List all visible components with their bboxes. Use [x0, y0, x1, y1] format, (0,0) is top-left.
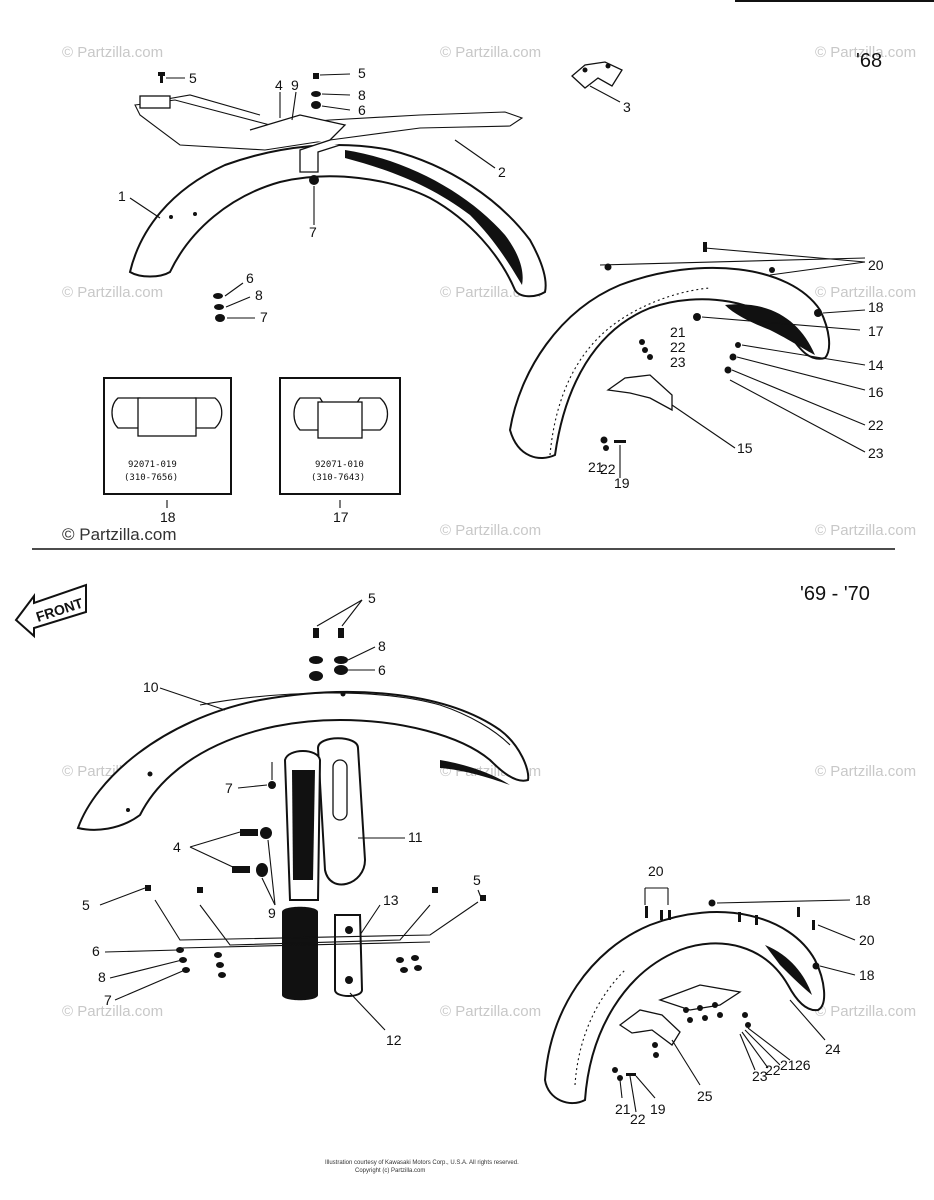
watermark: © Partzilla.com — [815, 284, 916, 301]
callout-label: 21 — [780, 1057, 796, 1073]
callout-label: 9 — [291, 77, 299, 93]
callout-label: 22 — [600, 461, 616, 477]
bracket-3 — [571, 61, 623, 89]
callouts-bottom: 5 8 6 10 7 11 4 9 5 13 5 6 8 7 12 20 18 … — [82, 590, 875, 1127]
hardware-1968 — [158, 72, 321, 322]
front-direction-arrow: FRONT — [14, 583, 87, 639]
inset-ref-number: (310-7643) — [311, 473, 365, 483]
callout-label: 5 — [473, 872, 481, 888]
callout-label: 22 — [765, 1062, 781, 1078]
inset-box-17: 92071-010 (310-7643) 17 — [279, 377, 401, 525]
callout-label: 22 — [868, 417, 884, 433]
callout-label: 3 — [623, 99, 631, 115]
fork-cover-11 — [282, 737, 367, 1001]
watermark-dark: © Partzilla.com — [62, 525, 177, 544]
rear-fender-1968 — [508, 247, 866, 459]
front-fender-1969 — [76, 690, 530, 831]
callout-label: 1 — [118, 188, 126, 204]
callout-label: 8 — [378, 638, 386, 654]
callouts-top: 5 4 9 5 8 6 3 2 1 7 6 8 7 20 18 17 21 22… — [118, 65, 884, 491]
inset-box-18: 92071-019 (310-7656) 18 — [103, 377, 232, 525]
leader-lines-top — [129, 73, 866, 478]
inset-part-number: 92071-010 — [315, 460, 364, 470]
watermark: © Partzilla.com — [440, 522, 541, 539]
callout-label: 22 — [630, 1111, 646, 1127]
callout-label: 13 — [383, 892, 399, 908]
bracket-12 — [334, 914, 364, 997]
callout-label: 19 — [614, 475, 630, 491]
rear-fender-1969 — [543, 911, 826, 1105]
callout-label: 5 — [358, 65, 366, 81]
callout-label: 24 — [825, 1041, 841, 1057]
callout-label: 6 — [246, 270, 254, 286]
callout-label: 23 — [752, 1068, 768, 1084]
watermark: © Partzilla.com — [62, 284, 163, 301]
front-fender-1968 — [128, 144, 547, 298]
callout-label: 2 — [498, 164, 506, 180]
fender-brace-1968 — [134, 94, 524, 173]
watermark: © Partzilla.com — [440, 44, 541, 61]
footer-line: Illustration courtesy of Kawasaki Motors… — [325, 1160, 519, 1166]
callout-label: 23 — [868, 445, 884, 461]
hardware-1969 — [145, 628, 486, 978]
callout-label: 4 — [173, 839, 181, 855]
callout-label: 16 — [868, 384, 884, 400]
callout-label: 18 — [160, 509, 176, 525]
footer-copyright: Illustration courtesy of Kawasaki Motors… — [325, 1160, 519, 1174]
watermark: © Partzilla.com — [440, 1003, 541, 1020]
callout-label: 6 — [358, 102, 366, 118]
watermark: © Partzilla.com — [62, 1003, 163, 1020]
callout-label: 7 — [309, 224, 317, 240]
callout-label: 17 — [333, 509, 349, 525]
watermark: © Partzilla.com — [815, 44, 916, 61]
inset-part-number: 92071-019 — [128, 460, 177, 470]
fender-stay-13 — [154, 899, 479, 949]
callout-label: 7 — [225, 780, 233, 796]
callout-label: 4 — [275, 77, 283, 93]
callout-label: 8 — [358, 87, 366, 103]
footer-line: Copyright (c) Partzilla.com — [355, 1168, 425, 1174]
callout-label: 19 — [650, 1101, 666, 1117]
inset-ref-number: (310-7656) — [124, 473, 178, 483]
callout-label: 8 — [255, 287, 263, 303]
watermark: © Partzilla.com — [815, 1003, 916, 1020]
callout-label: 26 — [795, 1057, 811, 1073]
callout-label: 8 — [98, 969, 106, 985]
callout-label: 20 — [868, 257, 884, 273]
callout-label: 7 — [104, 992, 112, 1008]
callout-label: 9 — [268, 905, 276, 921]
year-label-1969-1970: '69 - '70 — [800, 583, 870, 605]
callout-label: 23 — [670, 354, 686, 370]
callout-label: 15 — [737, 440, 753, 456]
callout-label: 14 — [868, 357, 884, 373]
callout-label: 12 — [386, 1032, 402, 1048]
callout-label: 18 — [868, 299, 884, 315]
callout-label: 22 — [670, 339, 686, 355]
hardware-rear-1969 — [612, 899, 820, 1081]
year-label-1968: '68 — [856, 50, 882, 72]
callout-label: 11 — [408, 829, 423, 845]
watermark: © Partzilla.com — [815, 522, 916, 539]
callout-label: 6 — [92, 943, 100, 959]
callout-label: 21 — [670, 324, 686, 340]
callout-label: 5 — [368, 590, 376, 606]
callout-label: 6 — [378, 662, 386, 678]
callout-label: 25 — [697, 1088, 713, 1104]
callout-label: 20 — [648, 863, 664, 879]
callout-label: 5 — [82, 897, 90, 913]
callout-label: 10 — [143, 679, 159, 695]
callout-label: 18 — [859, 967, 875, 983]
callout-label: 5 — [189, 70, 197, 86]
callout-label: 7 — [260, 309, 268, 325]
callout-label: 21 — [615, 1101, 631, 1117]
watermark: © Partzilla.com — [815, 763, 916, 780]
callout-label: 18 — [855, 892, 871, 908]
leader-lines-bottom — [99, 599, 856, 1113]
watermark: © Partzilla.com — [62, 44, 163, 61]
callout-label: 21 — [588, 459, 604, 475]
callout-label: 17 — [868, 323, 884, 339]
callout-label: 20 — [859, 932, 875, 948]
hardware-rear-1968 — [600, 242, 822, 451]
